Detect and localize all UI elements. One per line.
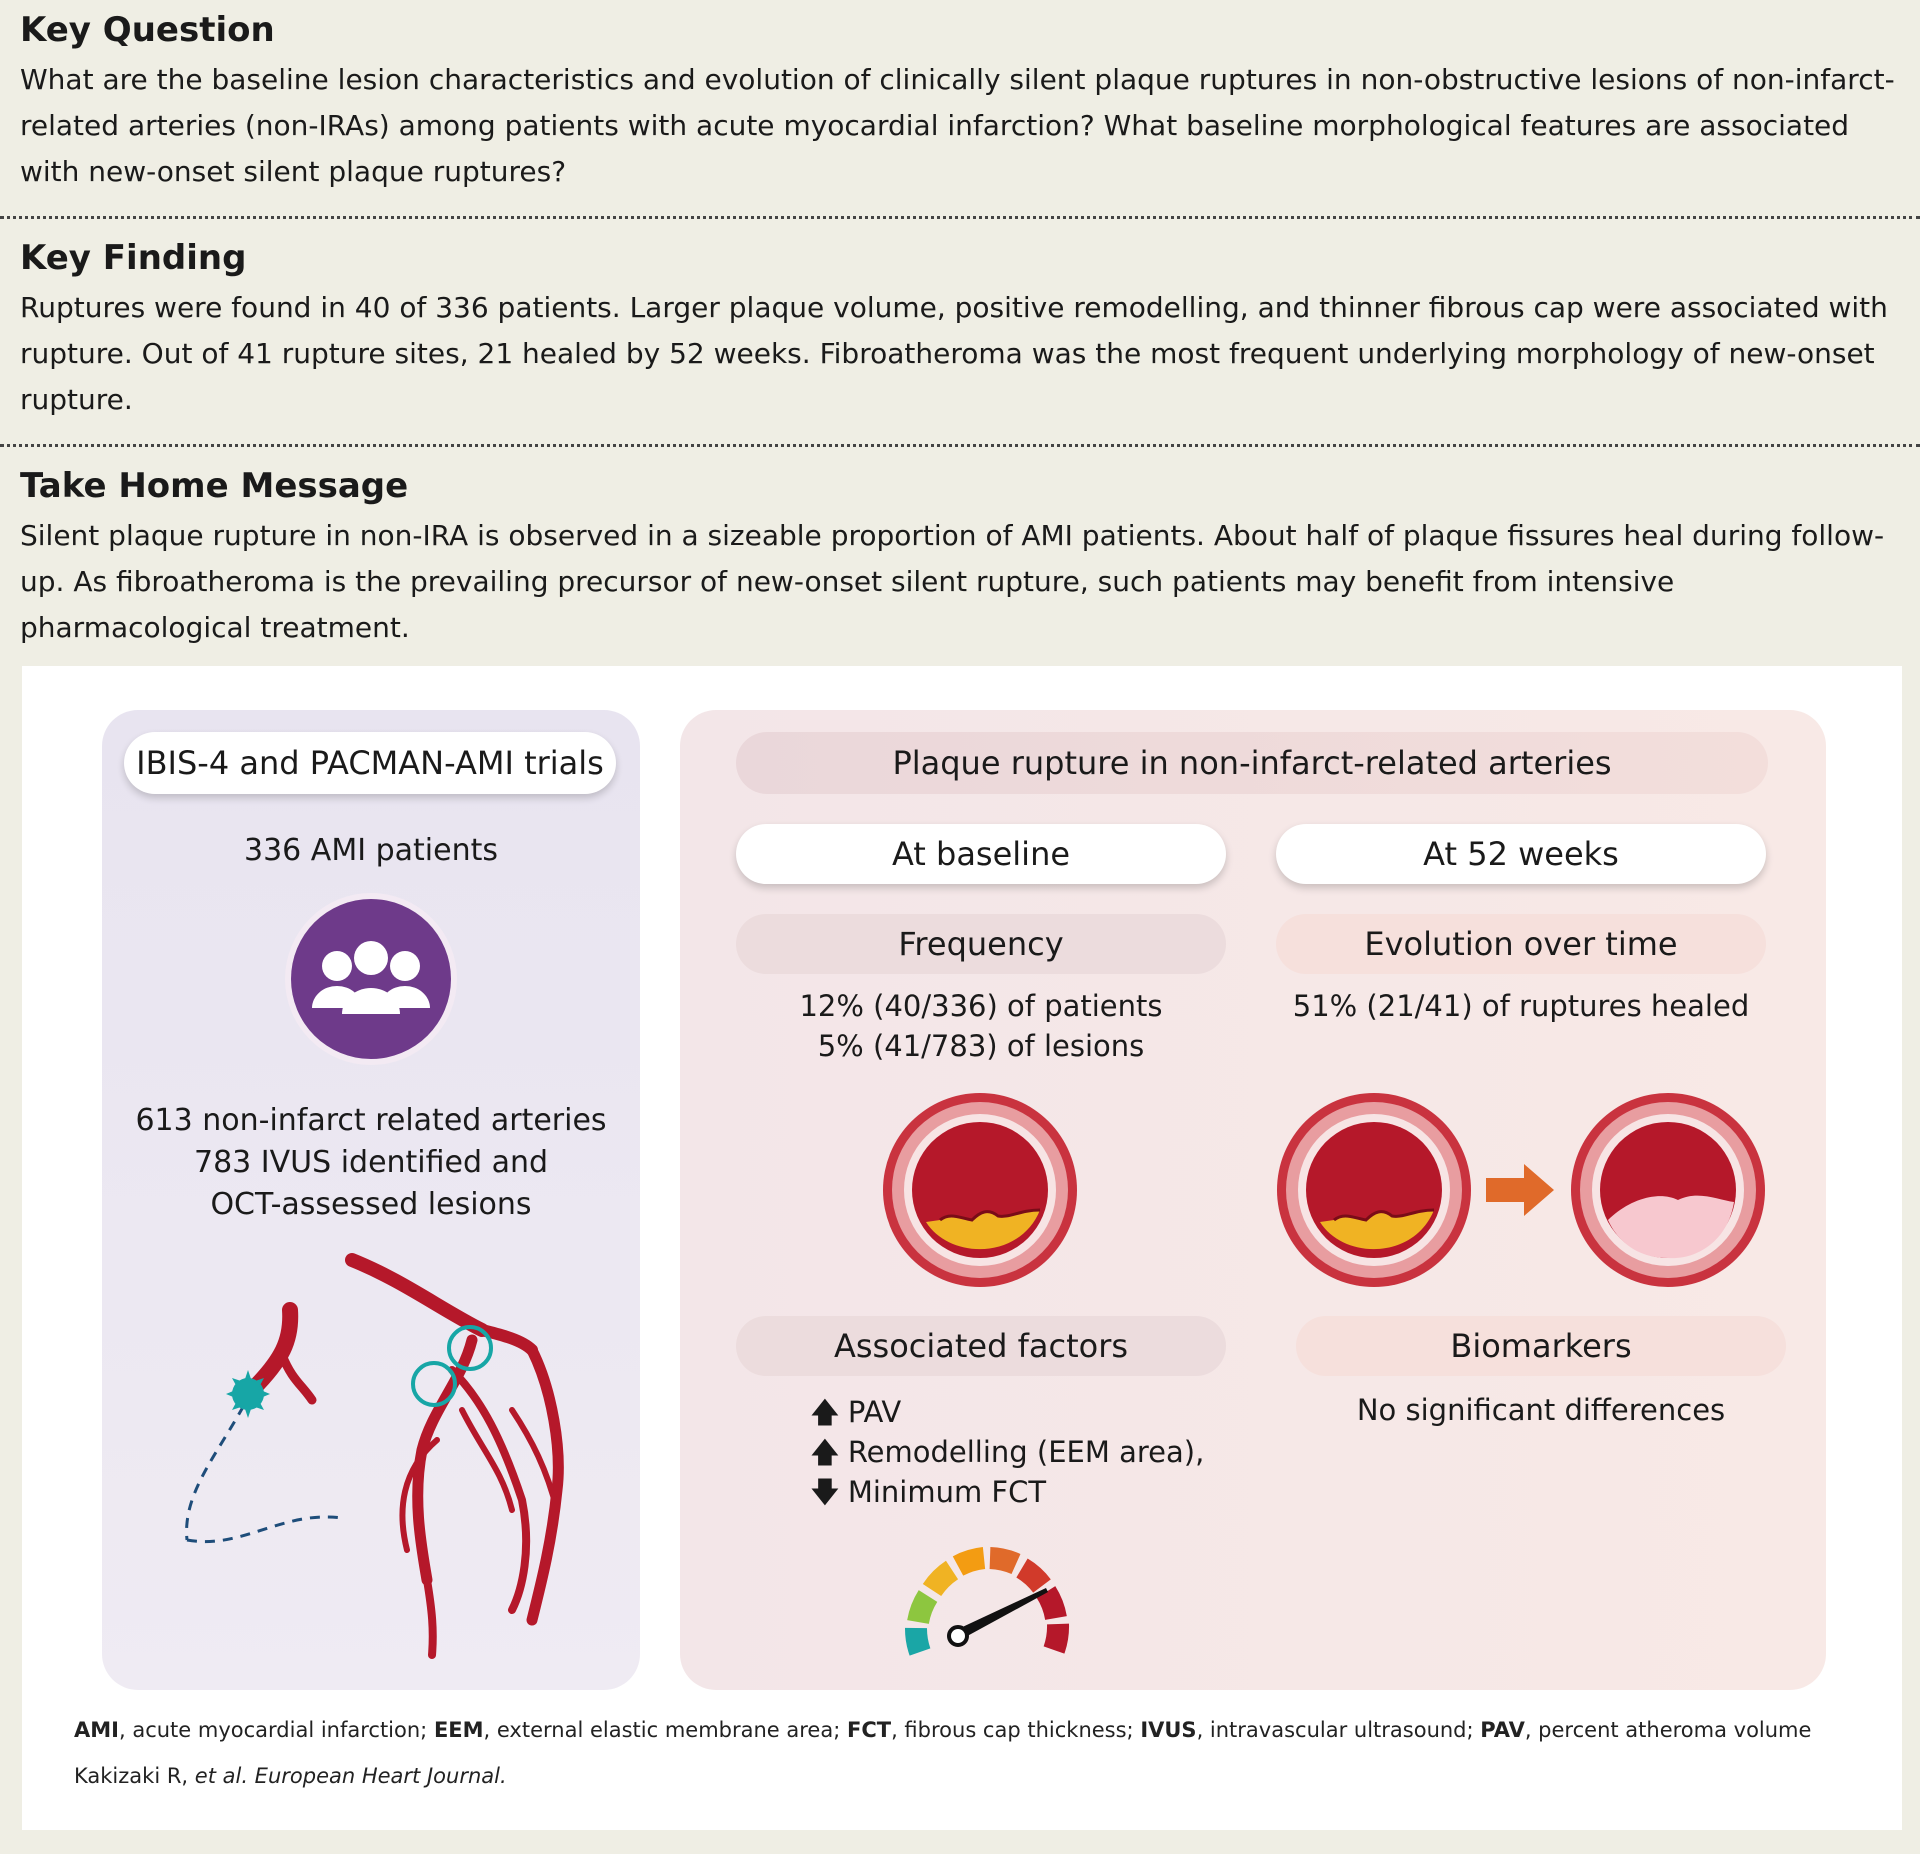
factors-list: 🡅 PAV 🡅 Remodelling (EEM area), 🡇 Minimu… — [810, 1392, 1204, 1512]
evolution-heading: Evolution over time — [1276, 914, 1766, 974]
coronary-artery-illustration — [162, 1250, 582, 1680]
arrow-up-icon: 🡅 — [810, 1395, 840, 1429]
tab-52-weeks: At 52 weeks — [1276, 824, 1766, 884]
citation-author: Kakizaki R, — [74, 1764, 195, 1788]
abbr-term: IVUS — [1140, 1718, 1197, 1742]
arrow-up-icon: 🡅 — [810, 1435, 840, 1469]
trials-card: IBIS-4 and PACMAN-AMI trials 336 AMI pat… — [102, 710, 640, 1690]
frequency-heading: Frequency — [736, 914, 1226, 974]
take-home-section: Take Home Message Silent plaque rupture … — [20, 466, 1900, 651]
abbr-term: AMI — [74, 1718, 119, 1742]
abbr-term: EEM — [433, 1718, 484, 1742]
factor-fct: 🡇 Minimum FCT — [810, 1472, 1204, 1512]
lesions-line: 783 IVUS identified and — [193, 1145, 549, 1180]
key-question-text: What are the baseline lesion characteris… — [20, 62, 1895, 188]
abbr-def: , intravascular ultrasound; — [1196, 1718, 1481, 1742]
frequency-patients: 12% (40/336) of patients — [799, 989, 1163, 1023]
key-finding-heading: Key Finding — [20, 238, 247, 278]
abbr-def: , percent atheroma volume — [1524, 1718, 1812, 1742]
abbr-term: PAV — [1480, 1718, 1525, 1742]
factor-label: Remodelling (EEM area), — [847, 1435, 1205, 1469]
abbr-def: , acute myocardial infarction; — [118, 1718, 434, 1742]
key-finding-section: Key Finding Ruptures were found in 40 of… — [20, 238, 1900, 423]
factor-label: Minimum FCT — [847, 1475, 1047, 1509]
biomarkers-text: No significant differences — [1356, 1393, 1726, 1427]
abbr-def: , fibrous cap thickness; — [891, 1718, 1141, 1742]
abbreviations-footnote: AMI, acute myocardial infarction; EEM, e… — [74, 1718, 1811, 1742]
key-finding-text: Ruptures were found in 40 of 336 patient… — [20, 290, 1888, 416]
take-home-text: Silent plaque rupture in non-IRA is obse… — [20, 518, 1885, 644]
rupture-title: Plaque rupture in non-infarct-related ar… — [736, 732, 1768, 794]
take-home-heading: Take Home Message — [20, 466, 409, 506]
citation-etal: et al. — [194, 1764, 248, 1788]
risk-gauge-icon — [898, 1532, 1078, 1662]
patients-icon — [282, 890, 460, 1068]
divider — [0, 444, 1920, 447]
graphical-abstract-panel: IBIS-4 and PACMAN-AMI trials 336 AMI pat… — [22, 666, 1902, 1830]
key-question-heading: Key Question — [20, 10, 275, 50]
citation-journal: European Heart Journal. — [248, 1764, 507, 1788]
healed-stat: 51% (21/41) of ruptures healed — [1292, 989, 1750, 1023]
frequency-lesions: 5% (41/783) of lesions — [817, 1029, 1145, 1063]
plaque-rupture-card: Plaque rupture in non-infarct-related ar… — [680, 710, 1826, 1690]
arrow-down-icon: 🡇 — [810, 1475, 840, 1509]
abbr-term: FCT — [846, 1718, 892, 1742]
factor-remodelling: 🡅 Remodelling (EEM area), — [810, 1432, 1204, 1472]
arrow-right-icon — [1486, 1162, 1556, 1218]
divider — [0, 216, 1920, 219]
factor-pav: 🡅 PAV — [810, 1392, 1204, 1432]
ruptured-plaque-illustration — [880, 1090, 1080, 1290]
tab-baseline: At baseline — [736, 824, 1226, 884]
lesions-line-2: OCT-assessed lesions — [210, 1187, 532, 1222]
associated-factors-heading: Associated factors — [736, 1316, 1226, 1376]
citation: Kakizaki R, et al. European Heart Journa… — [74, 1764, 507, 1788]
abbr-def: , external elastic membrane area; — [483, 1718, 847, 1742]
trials-title: IBIS-4 and PACMAN-AMI trials — [124, 732, 616, 794]
patients-count: 336 AMI patients — [244, 833, 498, 868]
biomarkers-heading: Biomarkers — [1296, 1316, 1786, 1376]
healed-plaque-illustration — [1568, 1090, 1768, 1290]
key-question-section: Key Question What are the baseline lesio… — [20, 10, 1900, 195]
ruptured-plaque-before-illustration — [1274, 1090, 1474, 1290]
arteries-count: 613 non-infarct related arteries — [135, 1103, 607, 1138]
factor-label: PAV — [847, 1395, 902, 1429]
